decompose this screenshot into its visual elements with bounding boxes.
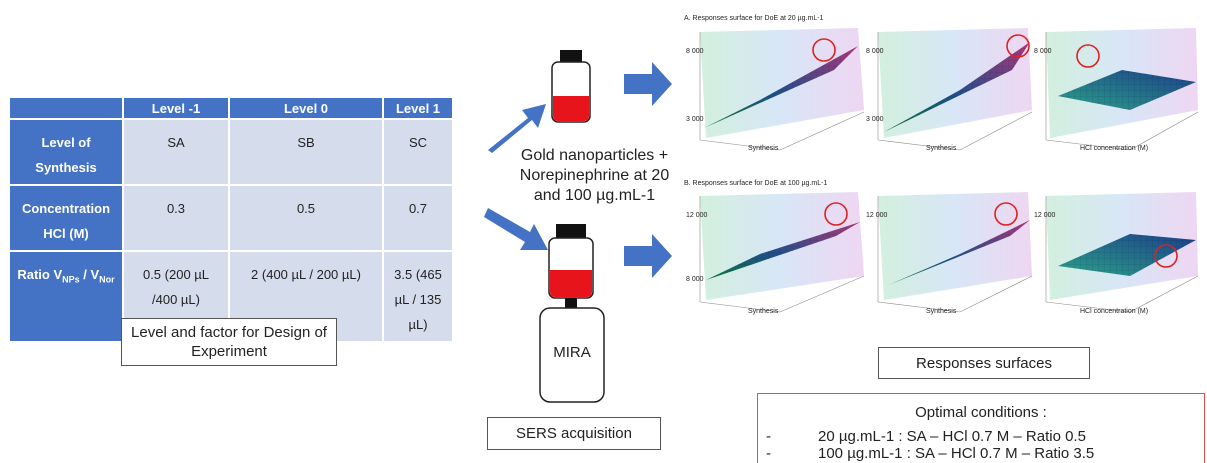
tick-label: 8 000 — [1034, 48, 1052, 55]
optimum-circle — [1076, 44, 1100, 68]
axis-label-synthesis: Synthesis — [926, 308, 957, 315]
tick-label: 8 000 — [686, 48, 704, 55]
tick-label: 3 000 — [866, 116, 884, 123]
mira-label: MIRA — [553, 344, 591, 361]
tick-label: 12 000 — [686, 212, 708, 219]
axis-label-synthesis: Synthesis — [748, 308, 779, 315]
row-label-synthesis: Level of Synthesis — [10, 120, 122, 184]
panel-b-title: B. Responses surface for DoE at 100 µg.m… — [684, 180, 828, 187]
arrow-right-top-icon — [624, 62, 672, 106]
optimum-circle — [812, 38, 836, 62]
tick-label: 3 000 — [686, 116, 704, 123]
optimal-line-100: -100 µg.mL-1 : SA – HCl 0.7 M – Ratio 3.… — [766, 445, 1095, 462]
table-row: Level of Synthesis SA SB SC — [10, 120, 452, 184]
axis-label-hcl: HCl concentration (M) — [1080, 308, 1149, 315]
surface-plot-b2 — [877, 192, 1033, 313]
tick-label: 8 000 — [686, 276, 704, 283]
surface-plot-a1 — [699, 28, 865, 151]
surfaces-caption-box: Responses surfaces — [878, 347, 1090, 379]
table-cell: 3.5 (465 µL / 135 µL) — [384, 252, 452, 341]
tick-label: 8 000 — [866, 48, 884, 55]
table-header-level-0: Level 0 — [230, 98, 382, 118]
table-cell: 0.5 — [230, 186, 382, 250]
table-header-level-1: Level 1 — [384, 98, 452, 118]
arrow-down-right-icon — [484, 208, 548, 250]
surface-plot-b1 — [699, 192, 865, 313]
tick-label: 12 000 — [1034, 212, 1056, 219]
table-cell: SC — [384, 120, 452, 184]
table-caption: Level and factor for Design of Experimen… — [131, 324, 327, 360]
axis-label-synthesis: Synthesis — [926, 145, 957, 152]
sample-description: Gold nanoparticles + Norepinephrine at 2… — [519, 147, 670, 204]
axis-label-synthesis: Synthesis — [748, 145, 779, 152]
vial-top-icon — [551, 50, 591, 123]
table-cell: 0.7 — [384, 186, 452, 250]
optimum-circle — [1154, 244, 1178, 268]
sers-caption-box: SERS acquisition — [487, 417, 661, 450]
optimum-circle — [1006, 34, 1030, 58]
optimal-title: Optimal conditions : — [915, 404, 1047, 421]
table-header-corner — [10, 98, 122, 118]
surfaces-caption: Responses surfaces — [916, 354, 1052, 372]
table-cell: 0.3 — [124, 186, 228, 250]
optimum-circle — [994, 202, 1018, 226]
surface-plot-b3 — [1045, 192, 1199, 313]
table-caption-box: Level and factor for Design of Experimen… — [121, 318, 337, 366]
sers-caption: SERS acquisition — [516, 425, 632, 442]
table-cell: SB — [230, 120, 382, 184]
vial-bottom-icon — [548, 224, 594, 308]
mira-device-icon — [539, 307, 605, 403]
surface-plot-a2 — [877, 28, 1033, 151]
arrow-right-bottom-icon — [624, 234, 672, 278]
table-header-level-minus1: Level -1 — [124, 98, 228, 118]
row-label-concentration: Concentration HCl (M) — [10, 186, 122, 250]
optimum-circle — [824, 202, 848, 226]
row-label-ratio: Ratio VNPs / VNor — [10, 252, 122, 341]
arrow-up-right-icon — [488, 104, 546, 153]
tick-label: 12 000 — [866, 212, 888, 219]
panel-a-title: A. Responses surface for DoE at 20 µg.mL… — [684, 15, 824, 22]
optimal-line-20: -20 µg.mL-1 : SA – HCl 0.7 M – Ratio 0.5 — [766, 428, 1086, 445]
axis-label-hcl: HCl concentration (M) — [1080, 145, 1149, 152]
table-row: Concentration HCl (M) 0.3 0.5 0.7 — [10, 186, 452, 250]
surface-plot-a3 — [1045, 28, 1199, 151]
table-cell: SA — [124, 120, 228, 184]
optimal-conditions-box: Optimal conditions : -20 µg.mL-1 : SA – … — [757, 393, 1205, 463]
